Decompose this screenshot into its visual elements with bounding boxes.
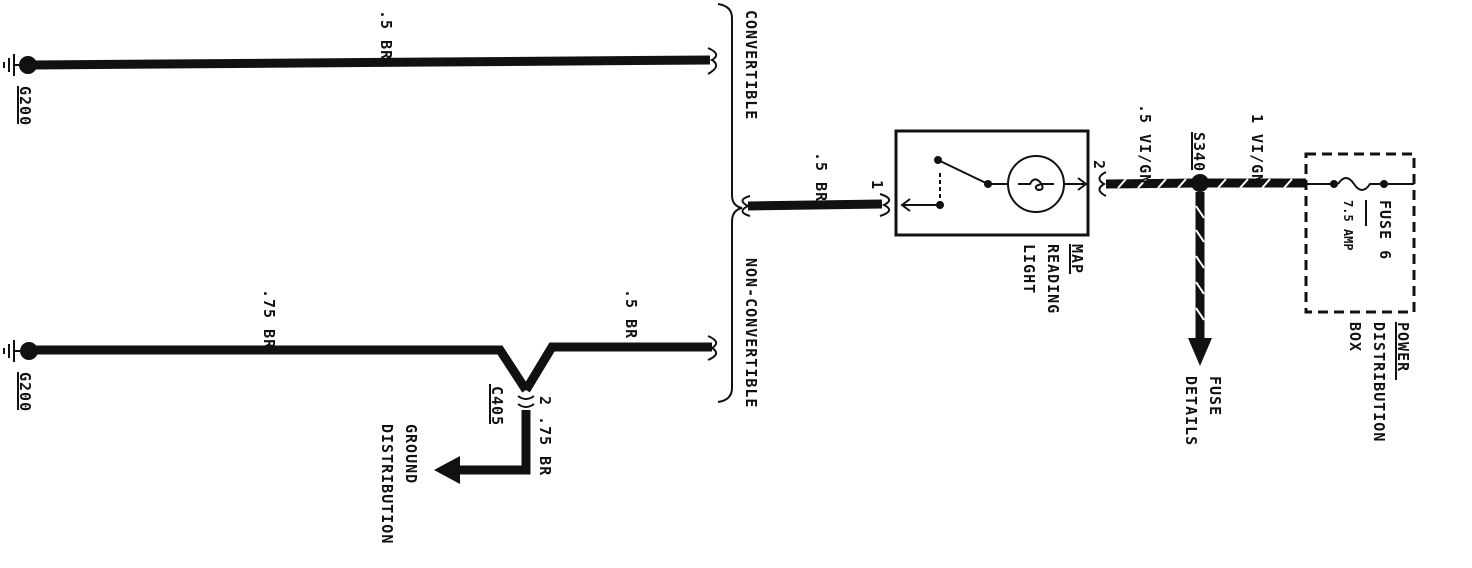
light-ground-connector [741,195,751,217]
light-to-splice-wire-label: .5 VI/GN [1136,104,1154,184]
map-light-title-1: MAP [1068,244,1086,274]
option-convertible: CONVERTIBLE [742,10,760,120]
map-light-title-3: LIGHT [1020,244,1038,294]
bottom-ground-wire-label: .75 BR [260,289,278,349]
fuse-details-arrow [1188,338,1212,366]
fuse-rating: 7.5 AMP [1341,200,1355,251]
top-ground-wire [33,55,711,70]
map-light-bulb-icon [1007,155,1065,213]
power-box-title-1: POWER [1394,322,1412,372]
map-light-switch [900,156,1008,212]
non-conv-wire [522,342,712,393]
splice-to-fuse-wire-label: 1 VI/GN [1248,114,1266,184]
light-pin2-label: 2 [1090,160,1108,170]
light-pin2-connector [1098,171,1107,197]
fuse-symbol [1306,177,1414,191]
c405-connector-label: C405 [488,386,506,426]
light-to-splice-stripes [1117,178,1187,189]
top-ground-symbol [3,54,37,76]
fuse-name: FUSE 6 [1376,200,1394,260]
light-ground-wire [747,199,883,211]
s340-splice-label: S340 [1190,132,1208,172]
top-ground-label: G200 [16,86,34,126]
top-ground-wire-label: .5 BR [377,10,395,60]
bottom-ground-label: G200 [16,372,34,412]
c405-connector-symbol [517,395,535,408]
non-conv-wire-connector [707,335,718,361]
map-light-pin2-arrow [1077,177,1088,191]
map-light-title-2: READING [1044,244,1062,314]
option-non-convertible: NON-CONVERTIBLE [742,258,760,408]
power-dist-box [1304,152,1416,314]
ground-dist-wire-label: 2 .75 BR [536,396,554,476]
light-ground-wire-label: .5 BR [812,152,830,202]
light-pin1-connector [879,193,891,217]
fuse-details-line2: DETAILS [1182,376,1200,446]
light-pin1-label: 1 [868,180,886,190]
map-light-box [894,129,1090,237]
fuse-details-line1: FUSE [1206,376,1224,416]
bottom-ground-wire [36,345,530,393]
top-wire-connector [707,47,718,75]
fuse-details-stripes [1195,205,1205,321]
ground-dist-line2: DISTRIBUTION [378,424,396,544]
ground-dist-arrow [434,456,460,484]
power-box-title-3: BOX [1346,322,1364,352]
non-conv-wire-label: .5 BR [622,289,640,339]
power-box-title-2: DISTRIBUTION [1370,322,1388,442]
bottom-ground-symbol [3,340,38,362]
option-brace [717,3,743,403]
splice-to-fuse-stripes [1217,178,1293,189]
ground-dist-line1: GROUND [402,424,420,484]
s340-splice-dot [1191,174,1209,192]
ground-dist-wire [456,410,531,475]
